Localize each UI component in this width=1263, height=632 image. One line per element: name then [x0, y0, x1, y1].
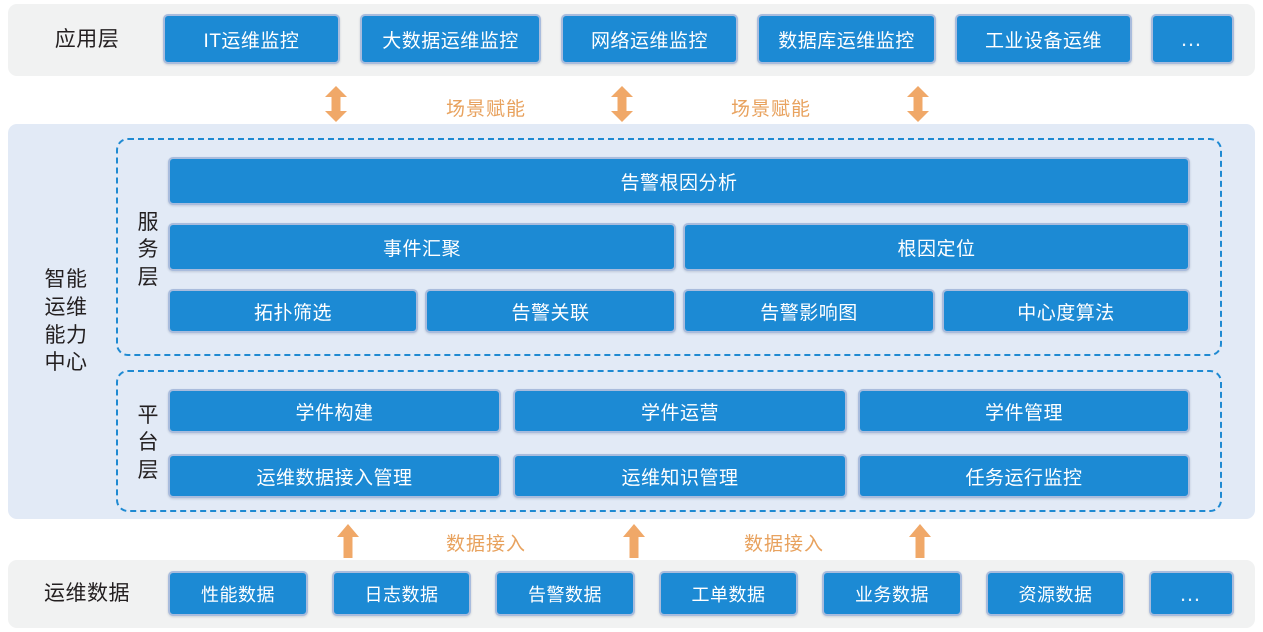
data-node-ticket[interactable]: 工单数据 [659, 571, 798, 616]
platform-node-learnware-build[interactable]: 学件构建 [168, 389, 501, 433]
application-layer-label: 应用层 [54, 27, 120, 51]
scenario-enable-caption-1: 场景赋能 [446, 99, 527, 120]
scenario-enable-caption-2: 场景赋能 [731, 99, 812, 120]
service-node-topology-filter[interactable]: 拓扑筛选 [168, 289, 418, 333]
service-node-event-aggregation[interactable]: 事件汇聚 [168, 223, 676, 271]
service-node-alarm-impact-graph[interactable]: 告警影响图 [683, 289, 935, 333]
service-node-root-cause-location[interactable]: 根因定位 [683, 223, 1190, 271]
platform-node-learnware-operation[interactable]: 学件运营 [513, 389, 847, 433]
service-layer-label-char-1: 服 [137, 211, 159, 235]
core-center-label-line-4: 中心 [44, 351, 88, 375]
core-center-label: 智能 运维 能力 中心 [16, 124, 116, 519]
scenario-enable-arrow-3 [904, 86, 932, 122]
data-ingest-arrow-1 [335, 524, 361, 558]
data-ingest-arrow-2 [621, 524, 647, 558]
platform-layer-label-char-3: 层 [137, 458, 159, 482]
service-node-alarm-root-cause-analysis[interactable]: 告警根因分析 [168, 157, 1190, 205]
scenario-enable-arrow-1 [322, 86, 350, 122]
service-layer-label-char-3: 层 [137, 265, 159, 289]
service-layer-label-char-2: 务 [137, 238, 159, 262]
data-ingest-arrow-3 [907, 524, 933, 558]
data-node-business[interactable]: 业务数据 [822, 571, 962, 616]
platform-layer-label: 平 台 层 [126, 382, 170, 504]
platform-node-learnware-management[interactable]: 学件管理 [858, 389, 1190, 433]
app-node-more[interactable]: … [1151, 14, 1234, 64]
platform-node-task-run-monitoring[interactable]: 任务运行监控 [858, 454, 1190, 498]
data-node-log[interactable]: 日志数据 [332, 571, 471, 616]
core-center-label-line-1: 智能 [44, 268, 88, 292]
data-node-alarm[interactable]: 告警数据 [495, 571, 635, 616]
platform-node-ops-data-ingest-management[interactable]: 运维数据接入管理 [168, 454, 501, 498]
platform-node-ops-knowledge-management[interactable]: 运维知识管理 [513, 454, 847, 498]
service-layer-group [116, 138, 1222, 356]
data-node-resource[interactable]: 资源数据 [986, 571, 1125, 616]
service-node-centrality-algorithm[interactable]: 中心度算法 [942, 289, 1190, 333]
ops-data-layer-label: 运维数据 [44, 581, 130, 605]
app-node-bigdata-ops[interactable]: 大数据运维监控 [360, 14, 541, 64]
core-center-label-line-3: 能力 [44, 323, 88, 347]
platform-layer-group [116, 370, 1222, 512]
data-node-performance[interactable]: 性能数据 [168, 571, 308, 616]
platform-layer-label-char-2: 台 [137, 431, 159, 455]
app-node-database-ops[interactable]: 数据库运维监控 [757, 14, 936, 64]
app-node-industrial-ops[interactable]: 工业设备运维 [955, 14, 1132, 64]
app-node-it-ops[interactable]: IT运维监控 [163, 14, 340, 64]
platform-layer-label-char-1: 平 [137, 404, 159, 428]
data-ingest-caption-1: 数据接入 [446, 534, 527, 555]
data-ingest-caption-2: 数据接入 [744, 534, 825, 555]
service-node-alarm-correlation[interactable]: 告警关联 [425, 289, 676, 333]
app-node-network-ops[interactable]: 网络运维监控 [561, 14, 738, 64]
data-node-more[interactable]: … [1149, 571, 1234, 616]
service-layer-label: 服 务 层 [126, 150, 170, 350]
core-center-label-line-2: 运维 [44, 295, 88, 319]
scenario-enable-arrow-2 [608, 86, 636, 122]
